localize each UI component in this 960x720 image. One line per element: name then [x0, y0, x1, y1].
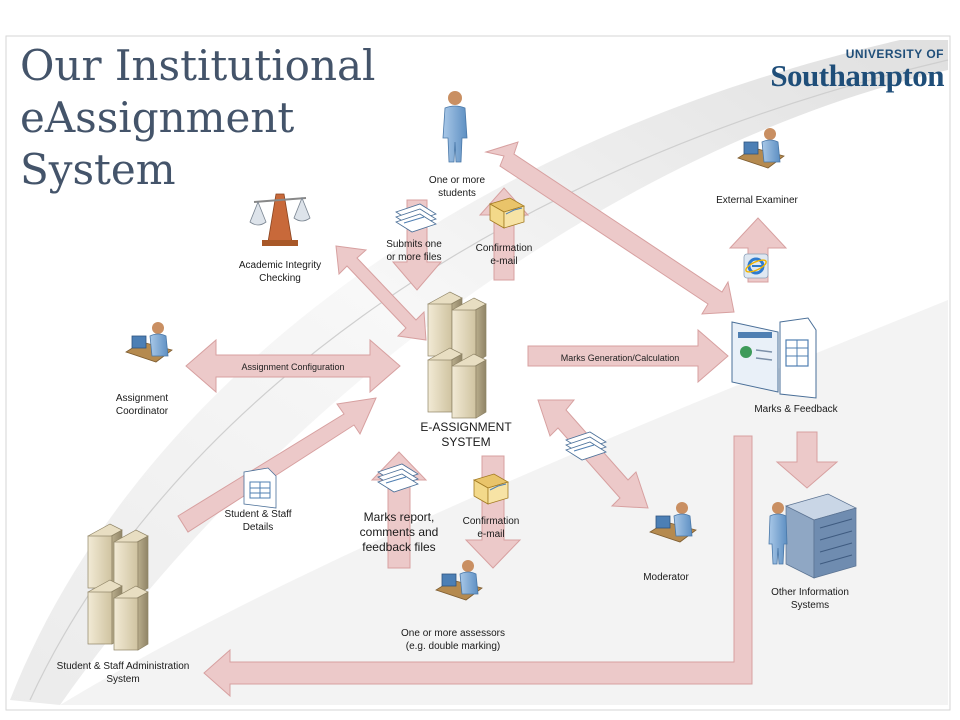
node-assessors: One or more assessors (e.g. double marki…	[401, 628, 505, 652]
logo-line1: UNIVERSITY OF	[845, 47, 944, 61]
documents-icon	[395, 203, 437, 233]
node-academic-integrity: Academic Integrity Checking	[238, 260, 322, 284]
documents-icon	[377, 463, 419, 493]
node-assignment-coordinator: Assignment Coordinator	[115, 393, 169, 417]
documents-icon	[731, 317, 817, 399]
arrow-return-admin	[203, 435, 753, 698]
flow-assignment-configuration: Assignment Configuration	[241, 362, 345, 372]
node-students: One or more students	[428, 175, 486, 199]
node-e-assignment-system: E-ASSIGNMENT SYSTEM	[420, 420, 512, 449]
person-icon	[442, 91, 468, 163]
email-icon	[488, 197, 526, 229]
node-external-examiner: External Examiner	[716, 195, 798, 206]
logo-line2: Southampton	[770, 58, 944, 93]
computer-user-icon	[125, 322, 173, 363]
page-title: Our Institutional eAssignment System	[20, 41, 376, 194]
arrow-marks-generation	[527, 328, 729, 384]
computer-user-icon	[649, 502, 697, 543]
documents-icon	[243, 467, 277, 509]
scales-icon	[249, 193, 311, 246]
arrow-other-systems	[775, 431, 839, 489]
documents-icon	[565, 431, 607, 461]
node-moderator: Moderator	[643, 572, 689, 583]
flow-confirmation-bottom: Confirmation e-mail	[462, 516, 520, 540]
server-icon	[427, 291, 487, 419]
node-other-information-systems: Other Information Systems	[771, 587, 849, 611]
computer-user-icon	[737, 128, 785, 169]
arrow-students-marks	[484, 141, 735, 315]
flow-marks-generation: Marks Generation/Calculation	[560, 353, 680, 363]
flow-marks-report: Marks report, comments and feedback file…	[359, 510, 439, 554]
arrow-assignment-config	[185, 338, 401, 394]
browser-icon	[743, 253, 769, 279]
flow-confirmation-top: Confirmation e-mail	[475, 243, 533, 267]
node-marks-feedback: Marks & Feedback	[754, 404, 838, 415]
arrow-confirmation-down	[464, 455, 522, 569]
university-logo: UNIVERSITY OF Southampton	[766, 47, 944, 93]
server-icon	[87, 523, 149, 651]
flow-student-staff-details: Student & Staff Details	[224, 509, 292, 533]
arrow-integrity-system	[335, 245, 427, 341]
flow-submits: Submits one or more files	[386, 239, 442, 263]
computer-user-icon	[435, 560, 483, 601]
flow-arrows	[177, 141, 839, 698]
data-center-icon	[768, 493, 857, 579]
email-icon	[472, 473, 510, 505]
node-admin-system: Student & Staff Administration System	[56, 661, 190, 685]
arrow-student-details	[177, 397, 377, 533]
